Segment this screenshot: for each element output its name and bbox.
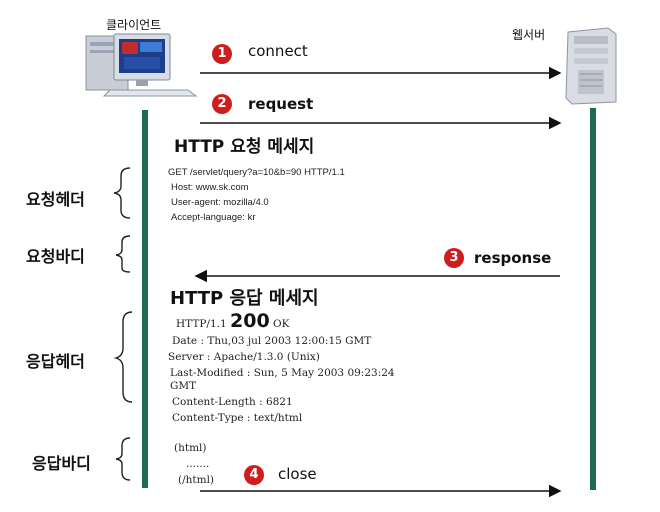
- response-header-brace: [113, 311, 133, 403]
- request-body-brace: [115, 235, 131, 273]
- step-4-marker: 4: [244, 465, 264, 485]
- request-header-label: 요청헤더: [26, 190, 85, 209]
- response-status-line: HTTP/1.1 200 OK: [176, 310, 289, 332]
- response-body-close-tag: (/html): [178, 474, 215, 486]
- step-3-label: response: [474, 249, 552, 267]
- step-4-label: close: [278, 465, 317, 483]
- request-message-title: HTTP 요청 메세지: [174, 137, 315, 157]
- step-1-marker: 1: [212, 44, 232, 64]
- response-header-content-length: Content-Length : 6821: [172, 396, 293, 408]
- response-message-title: HTTP 응답 메세지: [170, 288, 319, 309]
- response-body-brace: [115, 437, 131, 481]
- step-3-marker: 3: [444, 248, 464, 268]
- request-header-brace: [113, 167, 131, 219]
- request-header-accept-language: Accept-language: kr: [171, 212, 256, 223]
- step-2-marker: 2: [212, 94, 232, 114]
- status-text: OK: [273, 318, 290, 330]
- request-body-label: 요청바디: [26, 247, 85, 266]
- step-1-label: connect: [248, 42, 308, 60]
- request-header-host: Host: www.sk.com: [171, 182, 249, 193]
- request-line: GET /servlet/query?a=10&b=90 HTTP/1.1: [168, 167, 345, 178]
- response-header-date: Date : Thu,03 jul 2003 12:00:15 GMT: [172, 335, 372, 347]
- request-header-user-agent: User-agent: mozilla/4.0: [171, 197, 269, 208]
- status-prefix: HTTP/1.1: [176, 318, 227, 330]
- step-2-label: request: [248, 95, 314, 113]
- server-lifeline: [590, 108, 596, 490]
- response-header-last-modified: Last-Modified : Sun, 5 May 2003 09:23:24: [170, 367, 395, 379]
- response-body-ellipsis: .......: [186, 458, 210, 470]
- response-body-label: 응답바디: [32, 454, 91, 473]
- status-code: 200: [230, 310, 270, 332]
- client-label: 클라이언트: [106, 18, 162, 32]
- response-header-last-modified-cont: GMT: [170, 380, 197, 392]
- client-lifeline: [142, 110, 148, 488]
- response-body-open-tag: (html): [174, 442, 207, 454]
- client-computer-icon: [84, 30, 204, 98]
- response-header-label: 응답헤더: [26, 352, 85, 371]
- server-icon: [556, 26, 624, 106]
- server-label: 웹서버: [512, 28, 546, 42]
- response-header-server: Server : Apache/1.3.0 (Unix): [168, 351, 320, 363]
- response-header-content-type: Content-Type : text/html: [172, 412, 303, 424]
